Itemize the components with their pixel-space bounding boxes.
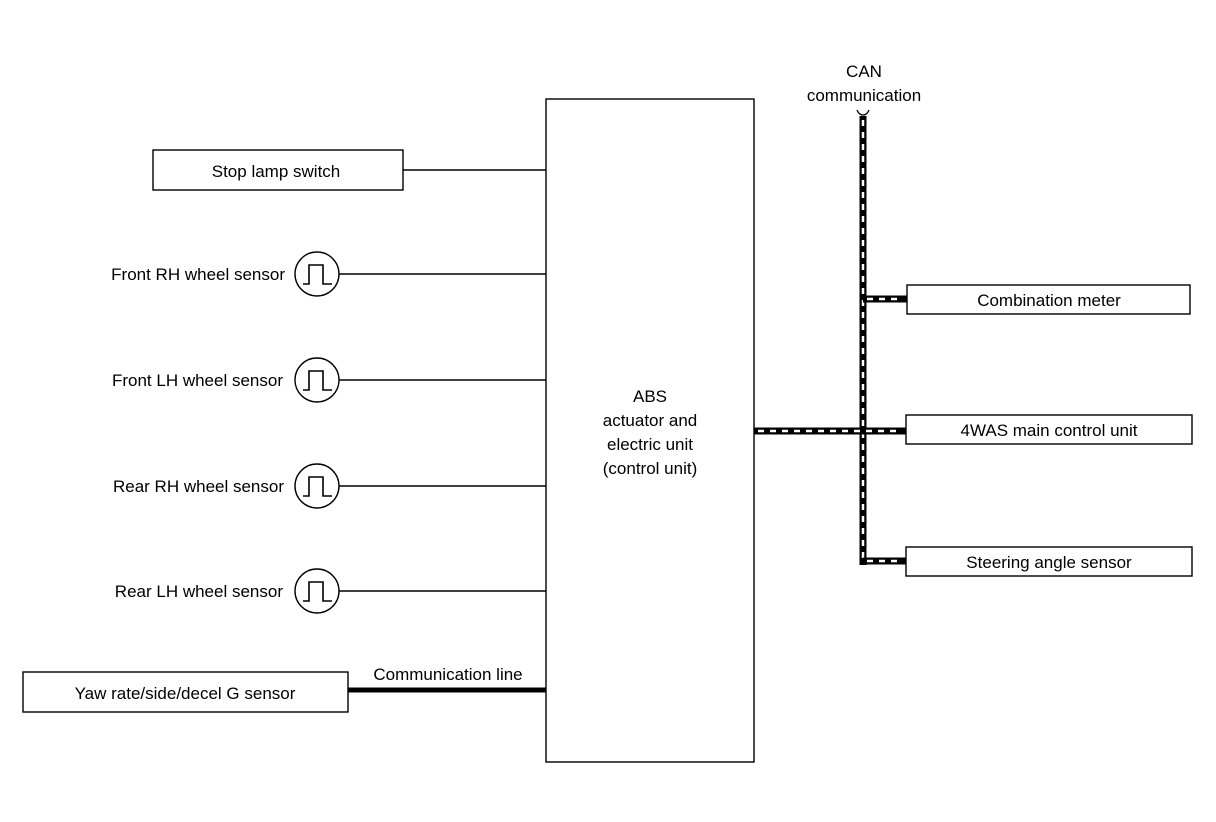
communication-line-label: Communication line xyxy=(373,665,522,684)
rear-lh-wheel-sensor-label: Rear LH wheel sensor xyxy=(115,582,284,601)
stop-lamp-switch-box xyxy=(152,149,404,191)
abs-control-unit-box xyxy=(545,98,755,763)
front-lh-wheel-sensor-label: Front LH wheel sensor xyxy=(112,371,283,390)
combination-meter: Combination meter xyxy=(906,284,1191,315)
pulse-signal-icon xyxy=(294,251,340,297)
pulse-signal-icon xyxy=(294,463,340,509)
square-wave-icon xyxy=(303,581,332,602)
yaw-rate-sensor: Yaw rate/side/decel G sensor Communicati… xyxy=(22,665,546,713)
4was-main-control-unit-box xyxy=(905,414,1193,445)
pulse-signal-icon xyxy=(294,568,340,614)
4was-main-control-unit: 4WAS main control unit xyxy=(905,414,1193,445)
rear-rh-wheel-sensor: Rear RH wheel sensor xyxy=(113,463,546,509)
abs-unit-line-1: ABS xyxy=(633,387,667,406)
steering-angle-sensor-box xyxy=(905,546,1193,577)
square-wave-icon xyxy=(303,370,332,391)
can-label-line-1: CAN xyxy=(846,62,882,81)
square-wave-icon xyxy=(303,264,332,285)
can-bracket xyxy=(856,109,870,116)
stop-lamp-switch-label: Stop lamp switch xyxy=(212,162,341,181)
abs-control-unit: ABS actuator and electric unit (control … xyxy=(545,98,755,763)
yaw-rate-sensor-label: Yaw rate/side/decel G sensor xyxy=(75,684,296,703)
square-wave-icon xyxy=(303,476,332,497)
combination-meter-box xyxy=(906,284,1191,315)
rear-lh-wheel-sensor: Rear LH wheel sensor xyxy=(115,568,546,614)
front-lh-wheel-sensor: Front LH wheel sensor xyxy=(112,357,546,403)
front-rh-wheel-sensor-label: Front RH wheel sensor xyxy=(111,265,285,284)
can-bus xyxy=(754,116,907,565)
combination-meter-label: Combination meter xyxy=(977,291,1121,310)
pulse-signal-icon xyxy=(294,357,340,403)
steering-angle-sensor-label: Steering angle sensor xyxy=(966,553,1132,572)
4was-main-control-unit-label: 4WAS main control unit xyxy=(961,421,1138,440)
can-label-line-2: communication xyxy=(807,86,921,105)
abs-unit-line-2: actuator and xyxy=(603,411,698,430)
steering-angle-sensor: Steering angle sensor xyxy=(905,546,1193,577)
can-label-group: CAN communication xyxy=(807,62,921,116)
stop-lamp-switch: Stop lamp switch xyxy=(152,149,546,191)
yaw-rate-sensor-box xyxy=(22,671,349,713)
rear-rh-wheel-sensor-label: Rear RH wheel sensor xyxy=(113,477,284,496)
abs-unit-line-4: (control unit) xyxy=(603,459,697,478)
front-rh-wheel-sensor: Front RH wheel sensor xyxy=(111,251,546,297)
abs-unit-line-3: electric unit xyxy=(607,435,693,454)
